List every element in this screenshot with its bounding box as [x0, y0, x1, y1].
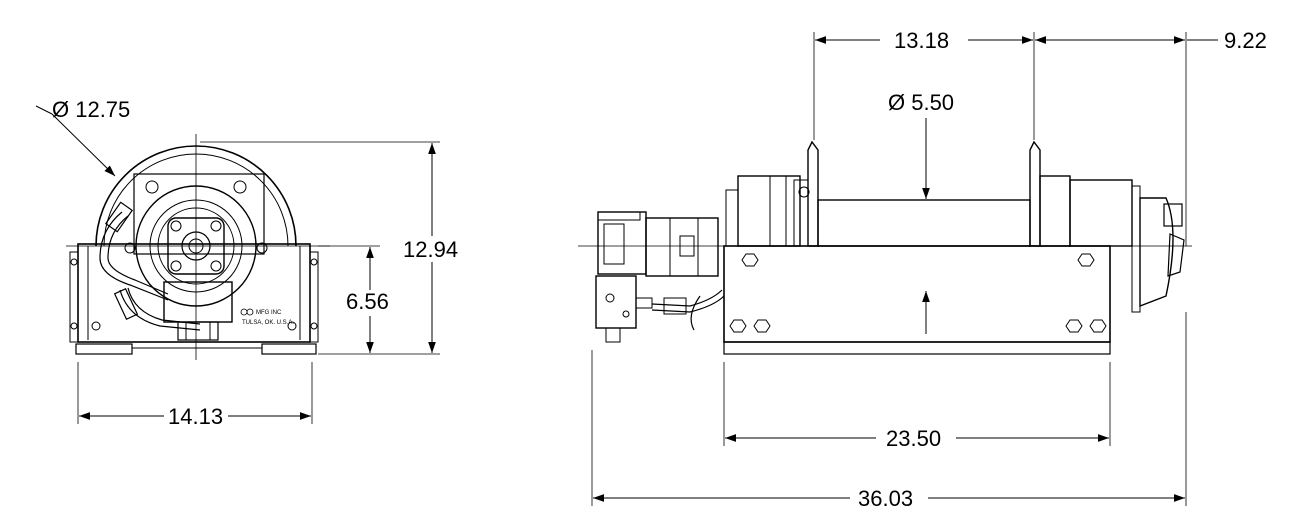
centerline-height-label: 6.56 — [346, 289, 389, 314]
base-length-label: 23.50 — [886, 426, 941, 451]
flange-diameter-label: Ø 12.75 — [52, 97, 130, 122]
motor-end-cap — [597, 211, 647, 275]
motor-housing — [135, 185, 257, 307]
end-width-label: 14.13 — [168, 404, 223, 429]
gearbox-housing — [737, 175, 801, 247]
end-height-label: 12.94 — [403, 237, 458, 262]
drum-flange-right — [1029, 140, 1041, 247]
brake-housing — [1069, 179, 1133, 247]
left-foot — [75, 343, 133, 355]
flange-diameter-leader — [51, 113, 116, 177]
base-bolts — [729, 253, 1107, 333]
manufacturer-logo: MFG INC TULSA, OK. U.S.A. — [240, 308, 294, 326]
end-frame — [77, 243, 311, 343]
motor-flange — [167, 217, 225, 275]
hydraulic-motor — [645, 217, 719, 277]
logo-line-2: TULSA, OK. U.S.A. — [242, 320, 294, 326]
drum-flange-left — [807, 140, 819, 247]
right-foot — [261, 343, 317, 355]
winch-drum — [817, 199, 1031, 247]
end-view: MFG INC TULSA, OK. U.S.A. Ø 12.75 12.94 … — [35, 97, 458, 429]
overall-length-label: 36.03 — [858, 486, 913, 511]
side-valve-block — [595, 275, 637, 329]
end-flange-inner-arc — [103, 153, 289, 247]
drum-length-label: 13.18 — [894, 28, 949, 53]
motor-mount-plate — [133, 173, 265, 255]
end-flange-arc — [95, 145, 297, 247]
end-housing — [1039, 175, 1071, 247]
logo-line-1: MFG INC — [256, 310, 282, 316]
side-view: 13.18 9.22 Ø 5.50 23.50 36.03 — [578, 28, 1267, 511]
base-foot — [723, 341, 1111, 355]
base-plate — [723, 245, 1111, 343]
outboard-length-label: 9.22 — [1224, 28, 1267, 53]
drum-diameter-label: Ø 5.50 — [888, 90, 954, 115]
end-cap — [1139, 197, 1174, 308]
